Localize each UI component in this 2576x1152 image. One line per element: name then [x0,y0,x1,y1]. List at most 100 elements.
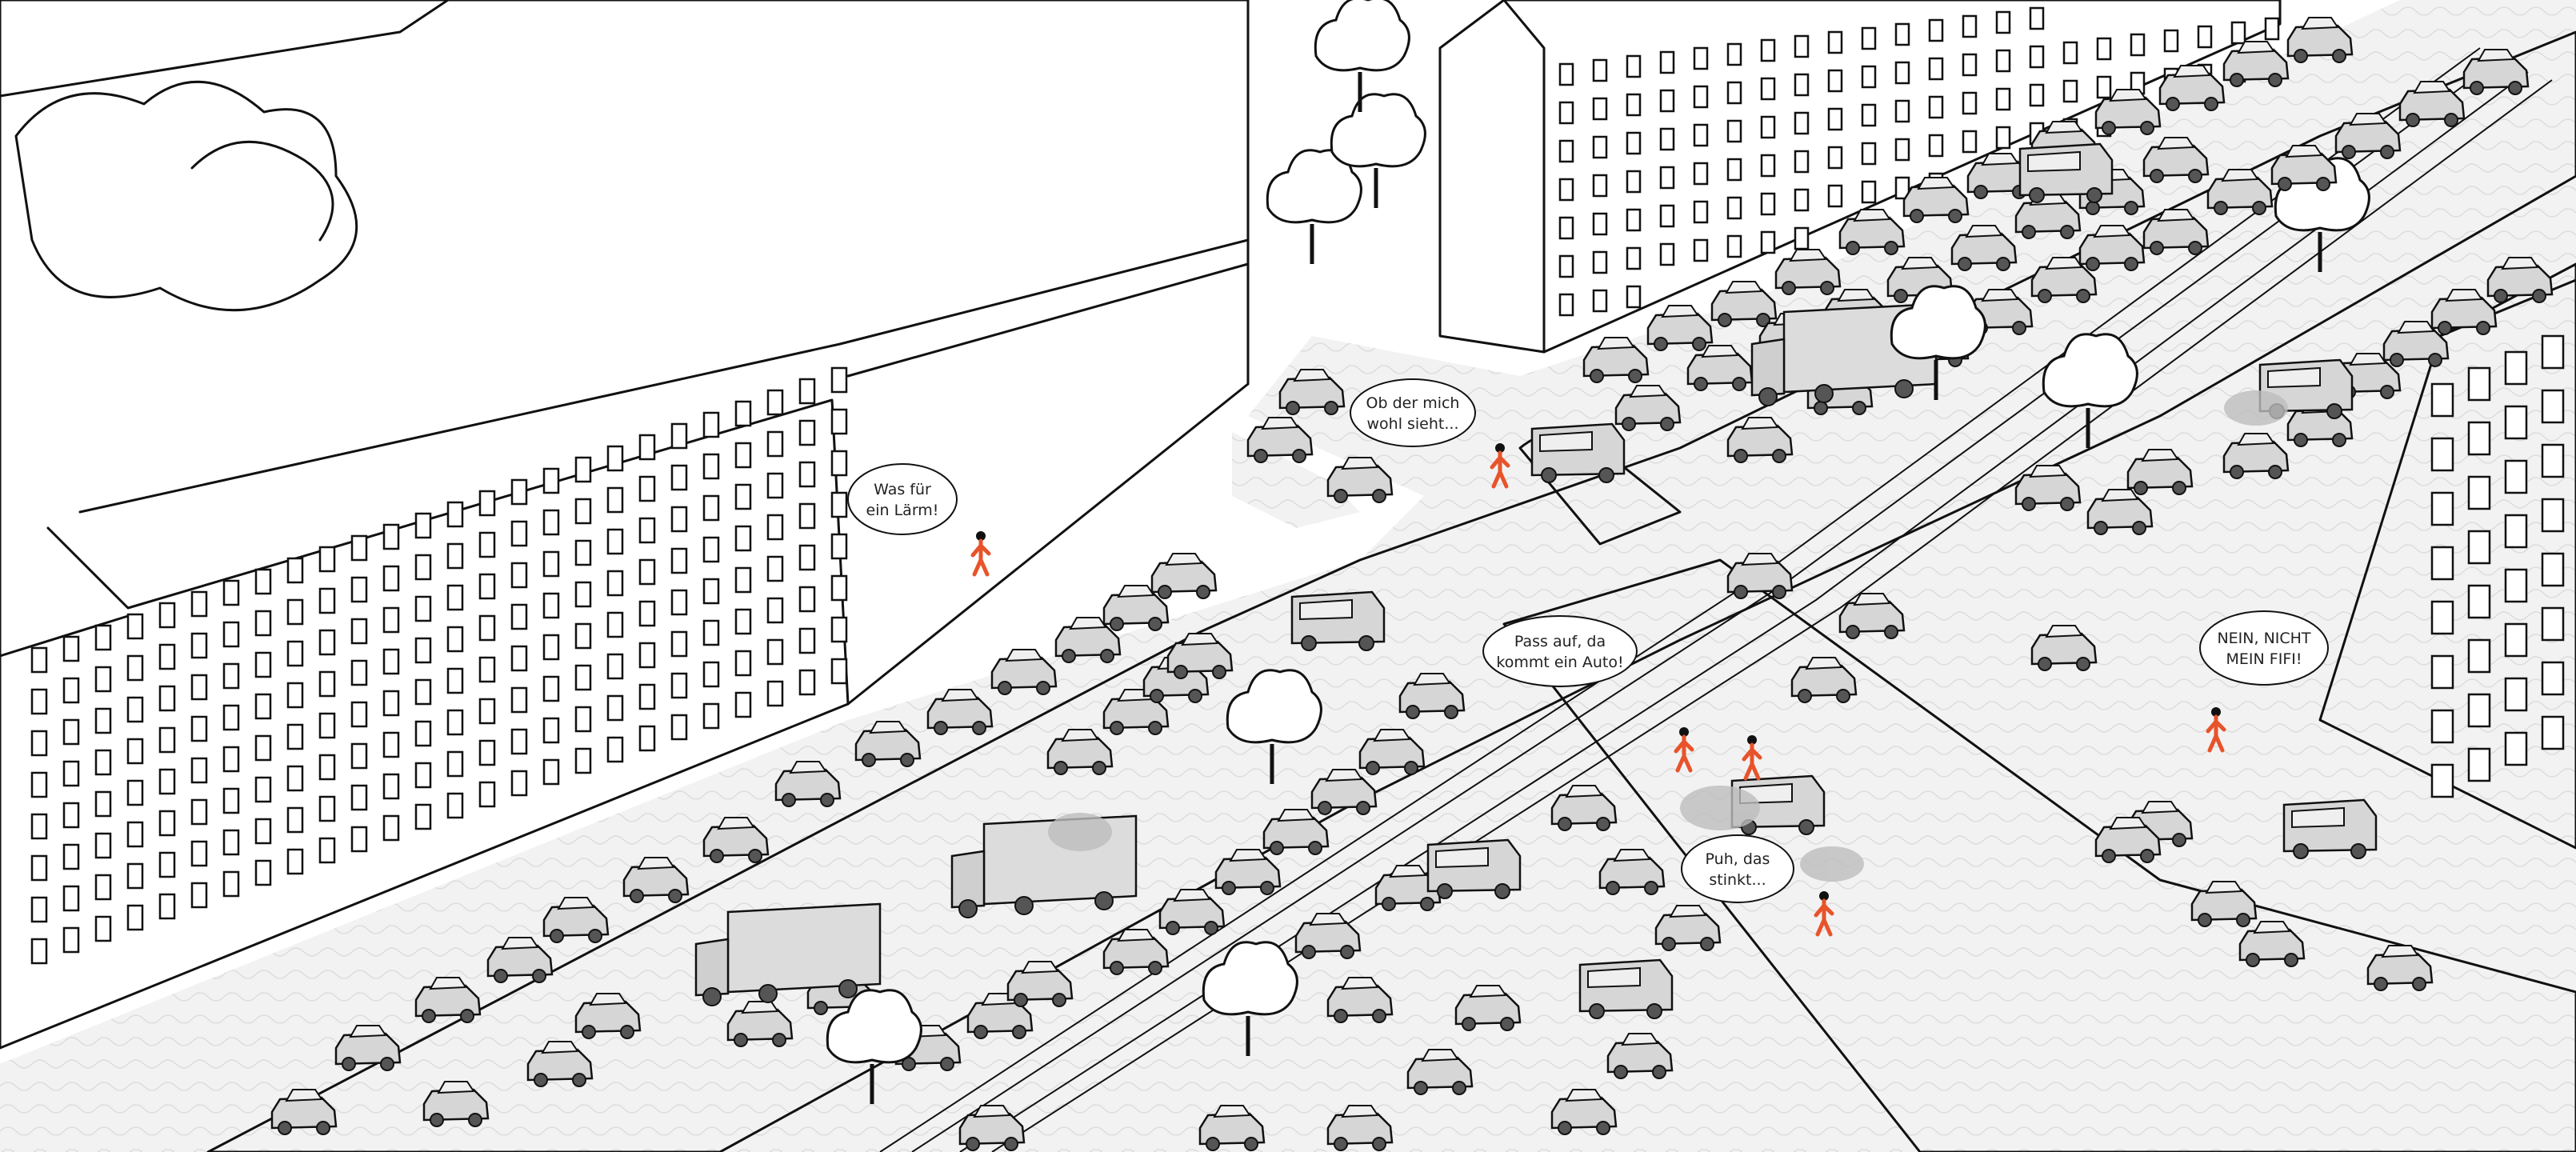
window [318,670,336,698]
window [126,862,144,890]
window [126,821,144,848]
window [734,608,752,635]
window [286,848,304,875]
window [414,512,432,539]
window [2430,437,2454,472]
window [1894,22,1910,46]
window [766,597,784,624]
window [126,696,144,723]
window [62,635,80,662]
window [670,714,688,741]
window [670,547,688,574]
window [222,704,240,731]
window [382,565,400,592]
svg-text:Ob der mich: Ob der mich [1366,394,1460,412]
window [446,667,464,694]
window [2096,75,2112,99]
window [158,768,176,795]
window [1794,226,1810,250]
window [2504,731,2528,766]
window [574,664,592,691]
window [606,445,624,472]
window [1962,14,1978,38]
window [1626,170,1642,194]
window [1794,73,1810,97]
speech-bubble-sees: Ob der mich wohl sieht... [1350,378,1476,447]
window [638,434,656,461]
window [1861,103,1877,127]
window [1861,26,1877,50]
window [542,550,560,578]
window [30,813,48,840]
window [1995,87,2011,111]
svg-text:ein Lärm!: ein Lärm! [866,502,939,519]
window [1995,49,2011,73]
window [1760,38,1776,62]
speech-bubble-noise: Was für ein Lärm! [847,463,958,535]
window [542,467,560,494]
window [30,771,48,798]
window [798,586,816,613]
window [94,790,112,818]
window [1659,242,1675,266]
window [30,646,48,674]
window [510,562,528,589]
window [1894,99,1910,123]
window [286,806,304,834]
window [318,712,336,739]
window [2541,498,2565,533]
window [222,787,240,814]
window [1760,154,1776,178]
window [606,653,624,680]
window [606,736,624,763]
window [766,680,784,707]
window [2504,459,2528,494]
window [62,718,80,746]
window [798,627,816,654]
window [2504,350,2528,386]
window [126,654,144,682]
window [1626,131,1642,155]
window [30,854,48,882]
window [2541,661,2565,696]
window [30,730,48,757]
window [1626,246,1642,270]
window [1726,234,1742,258]
window [62,926,80,954]
window [1861,65,1877,89]
window [574,706,592,733]
window [830,658,848,685]
window [350,742,368,770]
window [1693,46,1709,70]
window [638,642,656,669]
window [158,602,176,629]
window [190,674,208,701]
window [574,498,592,525]
svg-text:NEIN, NICHT: NEIN, NICHT [2217,630,2310,647]
window [2541,715,2565,750]
window [702,578,720,605]
window [1827,69,1843,93]
window [734,525,752,552]
window [1592,212,1608,236]
window [2062,79,2078,103]
window [1626,208,1642,232]
window [126,738,144,765]
window [510,478,528,506]
window [222,870,240,898]
window [350,534,368,562]
window [350,576,368,603]
window [1693,200,1709,224]
window [446,501,464,528]
window [510,770,528,797]
window [190,757,208,784]
window [382,523,400,550]
window [1592,250,1608,274]
window [638,517,656,544]
window [478,781,496,808]
window [830,574,848,602]
window [510,686,528,714]
window [286,598,304,626]
window [254,734,272,762]
